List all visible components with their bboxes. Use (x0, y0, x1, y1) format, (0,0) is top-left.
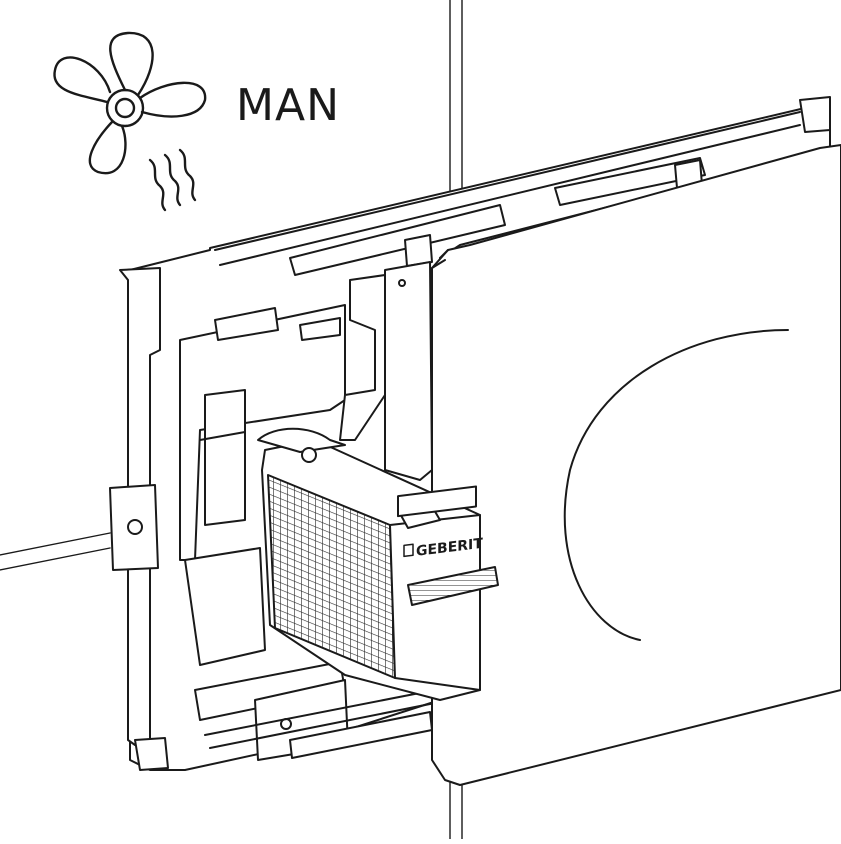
filter-module: GEBERIT (257, 427, 499, 701)
airflow-lines-icon (148, 148, 197, 212)
mode-label: MAN (236, 80, 340, 131)
cover-plate (431, 144, 841, 786)
fan-icon (53, 31, 207, 212)
